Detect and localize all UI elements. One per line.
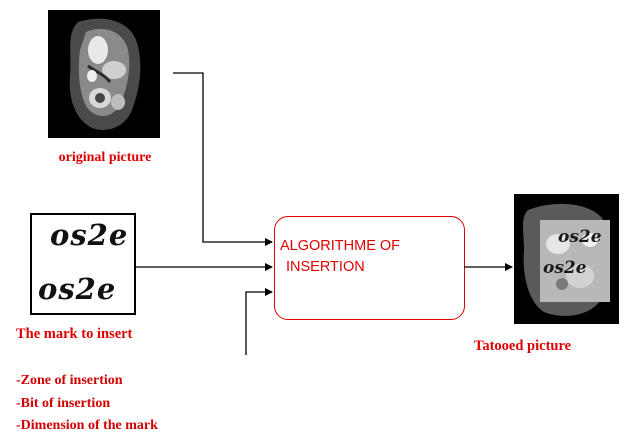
arrow-original-to-algorithm — [173, 73, 272, 242]
arrow-params-to-algorithm — [246, 292, 272, 355]
